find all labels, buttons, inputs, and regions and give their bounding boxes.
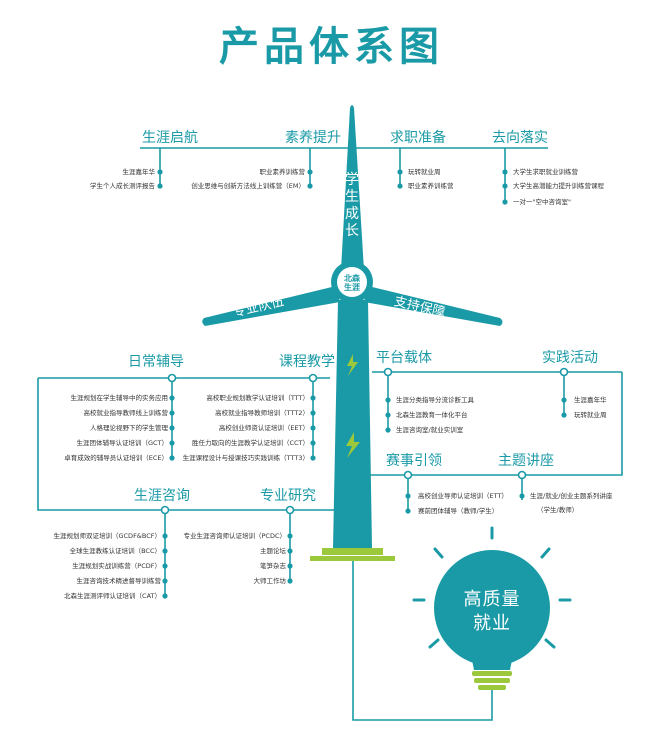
category-title: 实践活动 xyxy=(542,350,598,366)
category-item: 主题论坛 xyxy=(260,547,286,555)
category-title: 赛事引领 xyxy=(386,453,442,469)
hub-logo-top: 北森 xyxy=(344,274,360,283)
category-item: 高校创业师资认证培训（EET） xyxy=(218,424,309,432)
bulb-neck xyxy=(470,650,514,670)
category-title: 课程教学 xyxy=(279,354,335,370)
category-item: 人格理论视野下的学生管理 xyxy=(90,424,168,432)
category-item: 职业素养训练营 xyxy=(408,182,454,190)
category-item: 生涯团体辅导认证培训（GCT） xyxy=(76,439,168,447)
category-title: 素养提升 xyxy=(285,130,341,146)
category-item: 全球生涯教练认证培训（BCC） xyxy=(69,547,161,555)
category-item: 高校就业指导教师线上训练营 xyxy=(83,409,169,417)
top-blade xyxy=(341,105,364,270)
category-title: 主题讲座 xyxy=(498,453,554,469)
tower-char: 成 xyxy=(345,206,359,222)
category-item: 生涯嘉年华 xyxy=(122,168,156,176)
category-item: 高校就业指导教师培训（TTT2） xyxy=(215,409,309,417)
category-item: 玩转就业周 xyxy=(408,168,441,176)
bulb-rays xyxy=(412,526,572,649)
category-item: 生涯嘉年华 xyxy=(574,396,607,404)
lightning-icon xyxy=(346,432,360,458)
category-title: 生涯启航 xyxy=(142,130,198,146)
category-item: 创业思维与创新方法线上训练营（EM） xyxy=(191,182,305,190)
category-item: 生涯规划实战训练营（PCDF） xyxy=(72,562,161,570)
category-item: 职业素养训练营 xyxy=(259,168,306,176)
category-item: 大学生求职就业训练营 xyxy=(513,168,578,176)
light-bulb xyxy=(412,526,572,690)
category-title: 去向落实 xyxy=(492,130,548,146)
category-item: 高校创业导师认证培训（ETT） xyxy=(418,492,508,500)
bulb-wire xyxy=(352,560,493,721)
category-item: 赛前团体辅导（教师/学生） xyxy=(418,507,499,515)
category-item: 大学生高潜能力提升训练营课程 xyxy=(513,182,604,190)
left-blade xyxy=(202,286,340,326)
category-item: 生涯规划师双证培训（GCDF&BCF） xyxy=(53,532,161,540)
bulb-glass xyxy=(434,550,550,666)
tower-char: 学 xyxy=(345,172,359,188)
category-item: 玩转就业周 xyxy=(574,411,607,419)
category-item: 学生个人成长测评报告 xyxy=(90,182,155,190)
hub-inner xyxy=(337,267,367,297)
category-title: 生涯咨询 xyxy=(134,488,190,504)
category-item: 大师工作坊 xyxy=(253,577,287,585)
lightning-icon xyxy=(347,354,358,376)
bulb-label-line1: 高质量 xyxy=(463,589,521,610)
category-item: 生涯分类指导分流诊断工具 xyxy=(396,396,474,404)
right-blade xyxy=(364,286,503,326)
category-dots xyxy=(160,367,569,515)
category-title: 专业研究 xyxy=(260,488,316,504)
category-title: 平台载体 xyxy=(376,350,432,366)
category-item: 一对一"空中咨询室" xyxy=(513,198,571,206)
category-item: 笔笋杂志 xyxy=(260,562,286,570)
tower-base xyxy=(322,548,383,555)
category-item: 生涯规划在学生辅导中的实务应用 xyxy=(70,394,169,402)
bulb-label-line2: 就业 xyxy=(473,613,511,634)
category-item: （学生/教师） xyxy=(537,506,579,514)
category-item: 北森生涯教育一体化平台 xyxy=(396,411,468,419)
category-title: 日常辅导 xyxy=(128,354,184,370)
tower-foot xyxy=(310,556,395,561)
tower-char: 长 xyxy=(345,223,359,239)
category-item: 卓育成效的辅导员认证培训（ECE） xyxy=(64,454,168,462)
category-item: 生涯课程设计与授课技巧实践训练（TTT3） xyxy=(182,454,309,462)
category-item: 生涯咨询技术精进督导训练营 xyxy=(76,577,162,585)
category-item: 生涯咨询室/就业实训室 xyxy=(396,426,464,434)
category-title: 求职准备 xyxy=(390,130,446,146)
category-item: 胜任力取向的生涯教学认证培训（CCT） xyxy=(191,439,309,447)
category-item: 高校职业规划教学认证培训（TTT） xyxy=(206,394,309,402)
tower-char: 生 xyxy=(345,189,359,205)
hub-logo-bottom: 生涯 xyxy=(344,283,360,292)
bullet-dots xyxy=(157,169,567,599)
category-item: 专业生涯咨询师认证培训（PCDC） xyxy=(183,532,286,540)
wind-turbine xyxy=(202,105,503,561)
page-title: 产品体系图 xyxy=(219,24,444,70)
category-item: 生涯/就业/创业主题系列讲座 xyxy=(530,492,613,500)
category-item: 北森生涯测评师认证培训（CAT） xyxy=(64,592,161,600)
tower xyxy=(333,300,372,548)
